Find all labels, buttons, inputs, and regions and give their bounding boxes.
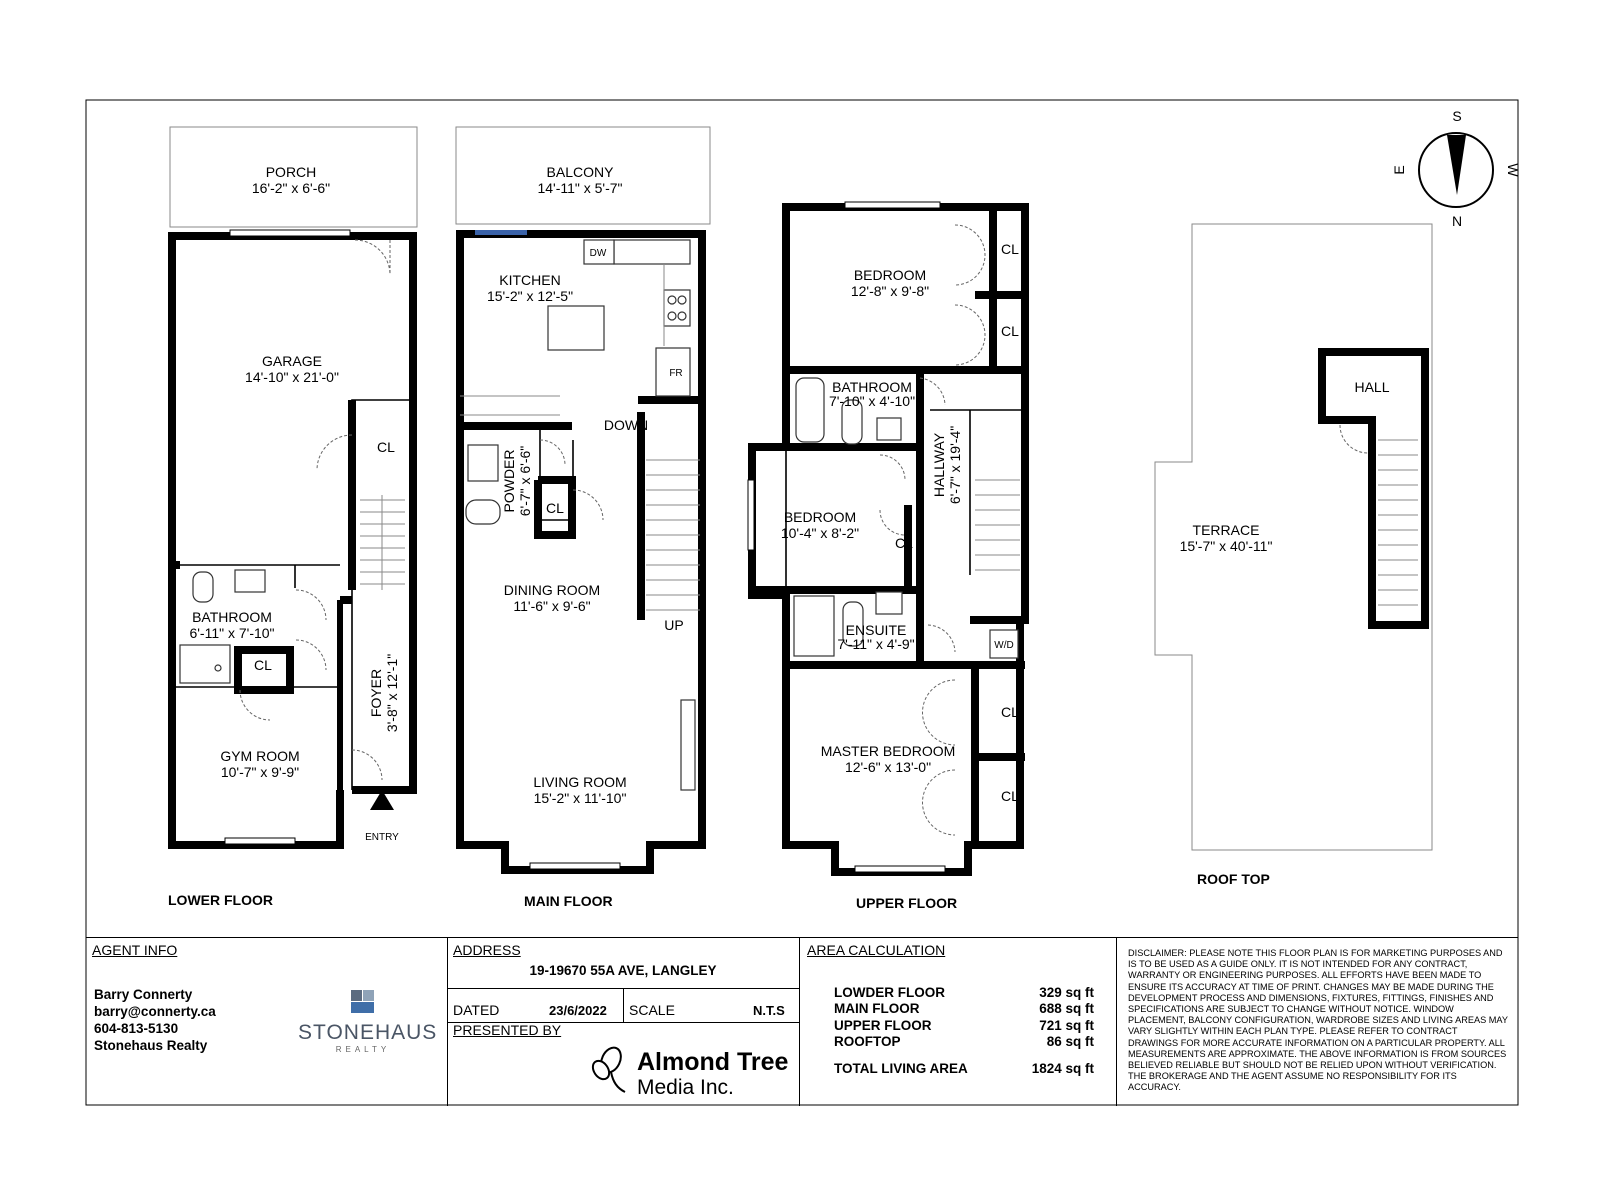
closet-label: CL	[377, 439, 395, 455]
terrace-dimensions: 15'-7" x 40'-11"	[1180, 538, 1273, 554]
almond-leaf-icon	[591, 1046, 626, 1093]
porch-dimensions: 16'-2" x 6'-6"	[252, 180, 330, 196]
area-calculation-header: AREA CALCULATION	[807, 942, 946, 958]
dishwasher-label: DW	[590, 248, 607, 259]
roof-top-title: ROOF TOP	[1197, 871, 1270, 887]
roof-top-plan	[1154, 223, 1433, 851]
presenter-name-line1: Almond Tree	[637, 1048, 789, 1076]
stonehaus-logo: STONEHAUS REALTY	[298, 988, 438, 1054]
address-header: ADDRESS	[453, 942, 521, 958]
porch-label: PORCH	[266, 164, 317, 180]
almond-tree-logo: Almond Tree Media Inc.	[589, 1046, 794, 1101]
gym-room-label: GYM ROOM	[220, 748, 299, 764]
main-floor-title: MAIN FLOOR	[524, 893, 613, 909]
living-room-label: LIVING ROOM	[533, 774, 626, 790]
bathroom-dimensions: 6'-11" x 7'-10"	[189, 625, 274, 641]
property-address: 19-19670 55A AVE, LANGLEY	[529, 963, 717, 978]
bedroom-dimensions: 12'-8" x 9'-8"	[851, 283, 929, 299]
agent-contact: Barry Connerty barry@connerty.ca 604-813…	[94, 986, 216, 1054]
closet-label: CL	[895, 535, 913, 551]
upper-floor-plan	[747, 201, 1029, 876]
stonehaus-logo-subtitle: REALTY	[335, 1045, 391, 1054]
agent-phone: 604-813-5130	[94, 1021, 179, 1036]
upper-floor-title: UPPER FLOOR	[856, 895, 957, 911]
bedroom-label: BEDROOM	[854, 267, 926, 283]
balcony-label: BALCONY	[547, 164, 615, 180]
closet-label: CL	[546, 500, 564, 516]
entry-arrow-icon	[370, 790, 394, 810]
closet-label: CL	[1001, 241, 1019, 257]
dated-label: DATED	[453, 1002, 500, 1018]
foyer-dimensions: 3'-8" x 12'-1"	[384, 654, 400, 732]
agent-company: Stonehaus Realty	[94, 1038, 208, 1053]
address-panel: ADDRESS 19-19670 55A AVE, LANGLEY DATED …	[447, 938, 800, 1106]
stonehaus-logo-word: STONEHAUS	[298, 1021, 438, 1044]
presented-by-label: PRESENTED BY	[453, 1022, 562, 1038]
agent-info-panel: AGENT INFO Barry Connerty barry@connerty…	[86, 938, 448, 1106]
scale-label: SCALE	[629, 1002, 675, 1018]
lower-floor-title: LOWER FLOOR	[168, 892, 273, 908]
bathroom-label: BATHROOM	[192, 609, 272, 625]
stairs-down-label: DOWN	[604, 417, 648, 433]
kitchen-dimensions: 15'-2" x 12'-5"	[487, 288, 573, 304]
agent-name: Barry Connerty	[94, 987, 193, 1002]
master-bedroom-label: MASTER BEDROOM	[821, 743, 956, 759]
main-floor-plan	[455, 126, 711, 874]
stairs-up-label: UP	[664, 617, 683, 633]
kitchen-label: KITCHEN	[499, 272, 560, 288]
bedroom-label: BEDROOM	[784, 509, 856, 525]
master-bedroom-dimensions: 12'-6" x 13'-0"	[845, 759, 931, 775]
ensuite-label: ENSUITE	[846, 622, 907, 638]
entry-label: ENTRY	[365, 832, 399, 843]
scale-value: N.T.S	[753, 1003, 785, 1018]
disclaimer-panel: DISCLAIMER: PLEASE NOTE THIS FLOOR PLAN …	[1116, 938, 1518, 1106]
garage-label: GARAGE	[262, 353, 322, 369]
disclaimer-text: DISCLAIMER: PLEASE NOTE THIS FLOOR PLAN …	[1128, 948, 1508, 1093]
fridge-label: FR	[669, 368, 682, 379]
compass-east-label: E	[1391, 165, 1407, 174]
balcony-dimensions: 14'-11" x 5'-7"	[537, 180, 622, 196]
presenter-name-line2: Media Inc.	[637, 1076, 734, 1099]
dated-value: 23/6/2022	[549, 1003, 607, 1018]
lower-floor-plan	[168, 126, 418, 849]
bedroom-dimensions: 10'-4" x 8'-2"	[781, 525, 859, 541]
compass-icon	[1418, 132, 1494, 208]
powder-room-dimensions: 6'-7" x 6'-6"	[517, 446, 533, 517]
compass-west-label: W	[1505, 163, 1521, 177]
hallway-label: HALLWAY	[931, 432, 947, 497]
compass-north-label: N	[1452, 213, 1462, 229]
closet-label: CL	[1001, 704, 1019, 720]
washer-dryer-label: W/D	[994, 640, 1013, 651]
stonehaus-logo-icon	[351, 990, 374, 1013]
gym-room-dimensions: 10'-7" x 9'-9"	[221, 764, 299, 780]
powder-room-label: POWDER	[501, 450, 517, 513]
bathroom-dimensions: 7'-10" x 4'-10"	[829, 393, 915, 409]
closet-label: CL	[1001, 323, 1019, 339]
living-room-dimensions: 15'-2" x 11'-10"	[534, 790, 627, 806]
dining-room-dimensions: 11'-6" x 9'-6"	[513, 598, 590, 614]
garage-dimensions: 14'-10" x 21'-0"	[245, 369, 339, 385]
agent-info-header: AGENT INFO	[92, 942, 178, 958]
hallway-dimensions: 6'-7" x 19'-4"	[947, 426, 963, 504]
bathroom-label: BATHROOM	[832, 379, 912, 395]
title-block: AGENT INFO Barry Connerty barry@connerty…	[86, 937, 1518, 1106]
terrace-label: TERRACE	[1193, 522, 1260, 538]
dining-room-label: DINING ROOM	[504, 582, 600, 598]
sheet-border	[85, 99, 1519, 1106]
ensuite-dimensions: 7'-11" x 4'-9"	[837, 636, 914, 652]
compass-south-label: S	[1452, 108, 1461, 124]
foyer-label: FOYER	[368, 669, 384, 717]
hall-label: HALL	[1354, 379, 1389, 395]
closet-label: CL	[254, 657, 272, 673]
closet-label: CL	[1001, 788, 1019, 804]
agent-email: barry@connerty.ca	[94, 1004, 216, 1019]
